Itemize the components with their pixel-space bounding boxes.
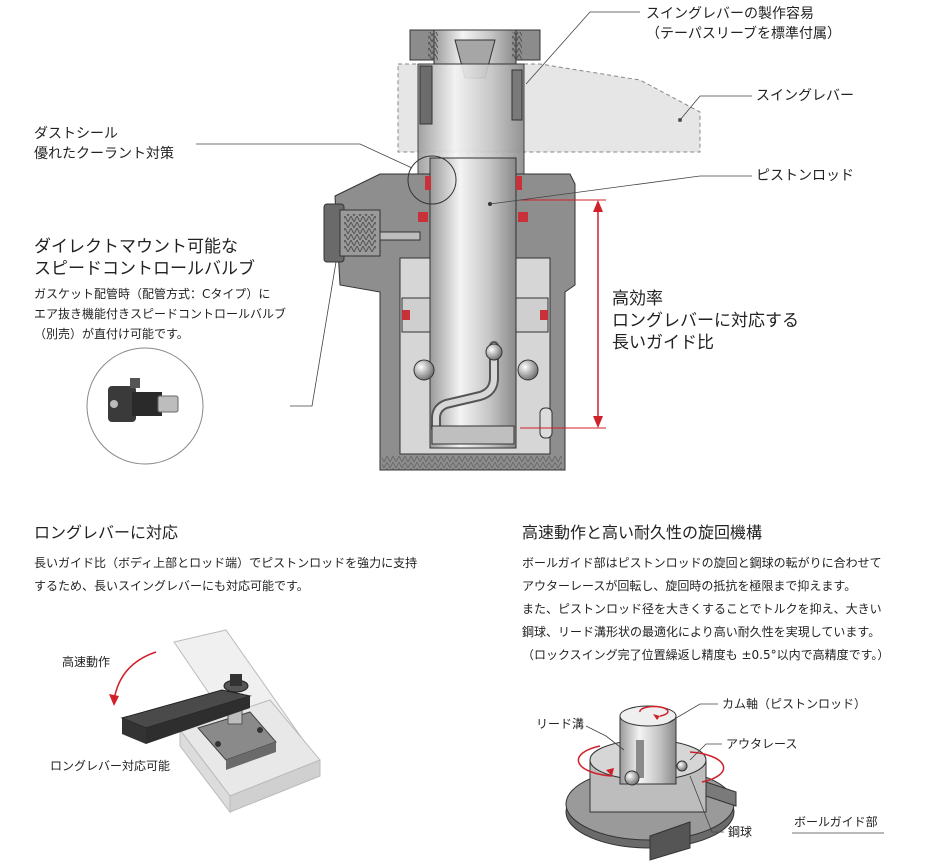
speed-control-valve [323,203,421,263]
long-lever-illustration [109,629,321,814]
rotation-body-line-2: アウターレースが回転し、旋回時の抵抗を極限まで抑えます。 [522,579,857,593]
callout-leader-lines [196,11,752,407]
taper-sleeve-line-1: スイングレバーの製作容易 [646,6,814,22]
ball-guide-label: ボールガイド部 [794,815,878,829]
high-speed-label: 高速動作 [62,655,111,669]
guide-ratio-dimension [520,199,606,429]
cam-shaft-label: カム軸（ピストンロッド） [722,697,867,711]
efficiency-line-3: 長いガイド比 [612,333,714,353]
rotation-body-line-1: ボールガイド部はピストンロッドの旋回と鋼球の転がりに合わせて [522,556,882,570]
rotation-body-line-3: また、ピストンロッド径を大きくすることでトルクを抑え、大きい [522,602,882,616]
long-lever-heading: ロングレバーに対応 [34,523,179,542]
speed-valve-desc-line-3: （別売）が直付け可能です。 [34,327,189,341]
speed-valve-title: ダイレクトマウント可能な スピードコントロールバルブ [34,236,255,280]
speed-valve-title-line-1: ダイレクトマウント可能な [34,237,238,257]
swing-lever-label: スイングレバー [756,88,854,104]
piston-rod-label: ピストンロッド [756,168,854,184]
long-lever-capable-label: ロングレバー対応可能 [50,759,171,773]
lead-groove-label: リード溝 [536,717,585,731]
speed-valve-desc-line-2: エア抜き機能付きスピードコントロールバルブ [34,307,287,321]
long-lever-body: 長いガイド比（ボディ上部とロッド端）でピストンロッドを強力に支持 するため、長い… [34,552,417,598]
long-lever-body-line-2: するため、長いスイングレバーにも対応可能です。 [34,579,309,593]
speed-valve-desc-line-1: ガスケット配管時（配管方式：Cタイプ）に [34,287,271,301]
dust-seal-line-1: ダストシール [34,126,118,142]
long-lever-body-line-1: 長いガイド比（ボディ上部とロッド端）でピストンロッドを強力に支持 [34,556,418,570]
speed-valve-title-line-2: スピードコントロールバルブ [34,259,255,279]
efficiency-callout: 高効率 ロングレバーに対応する 長いガイド比 [612,288,799,354]
rotation-body-line-4: 鋼球、リード溝形状の最適化により高い耐久性を実現しています。 [522,625,881,639]
rotation-body-line-5: （ロックスイング完了位置繰返し精度も ±0.5°以内で高精度です。） [522,648,890,662]
efficiency-line-1: 高効率 [612,289,663,309]
taper-sleeve-line-2: （テーパスリーブを標準付属） [646,26,842,42]
outer-race-label: アウタレース [726,737,798,751]
speed-valve-photo [86,347,204,465]
ball-guide-leader-lines [585,703,724,833]
rotation-mechanism-heading: 高速動作と高い耐久性の旋回機構 [522,523,763,542]
dust-seal-callout: ダストシール 優れたクーラント対策 [34,124,174,164]
piston-rod [413,157,553,449]
taper-sleeve-callout: スイングレバーの製作容易 （テーパスリーブを標準付属） [646,4,841,44]
steel-ball-label: 鋼球 [728,825,753,839]
speed-valve-description: ガスケット配管時（配管方式：Cタイプ）に エア抜き機能付きスピードコントロールバ… [34,284,286,344]
ball-guide-illustration [565,705,737,861]
rotation-mechanism-body: ボールガイド部はピストンロッドの旋回と鋼球の転がりに合わせて アウターレースが回… [522,552,889,667]
dust-seal-line-2: 優れたクーラント対策 [34,146,174,162]
efficiency-line-2: ロングレバーに対応する [612,311,799,331]
